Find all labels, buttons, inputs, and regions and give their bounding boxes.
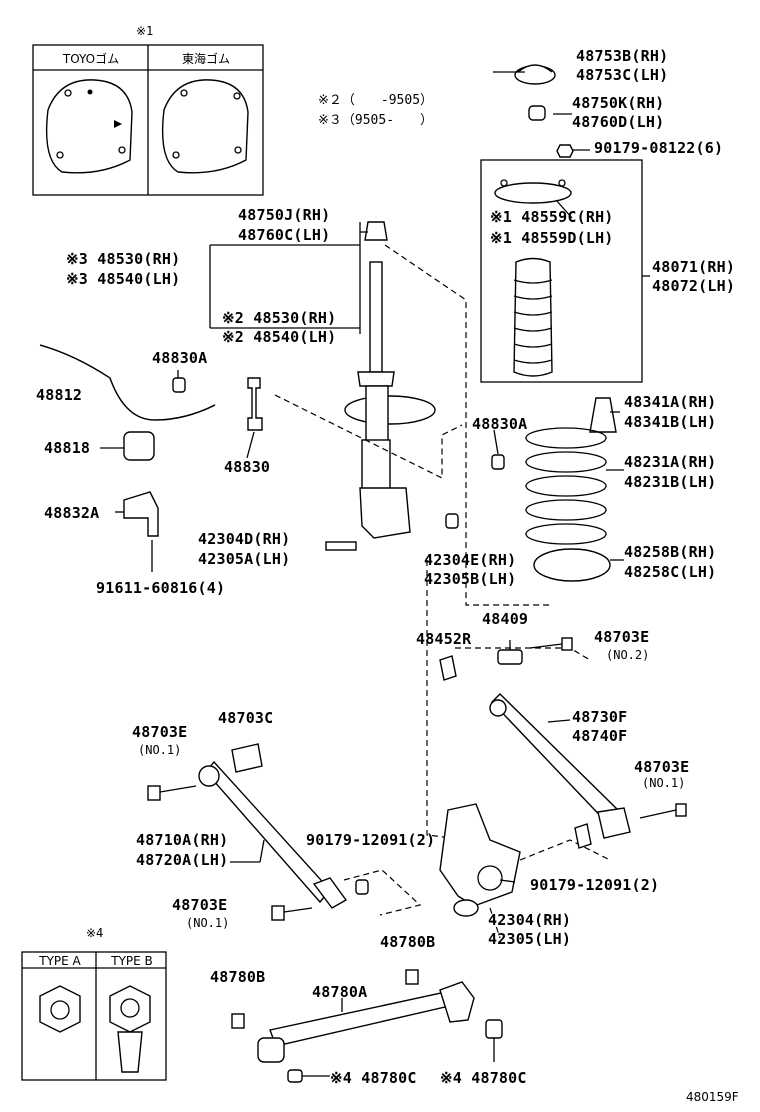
part-48559D: ※1 48559D(LH) bbox=[490, 229, 614, 247]
part-48530-n2: ※2 48530(RH) bbox=[222, 309, 337, 327]
part-48703C: 48703C bbox=[218, 709, 274, 727]
part-42305: 42305(LH) bbox=[488, 930, 572, 948]
note-no1-b: (NO.1) bbox=[642, 776, 686, 790]
part-48830A-upper: 48830A bbox=[152, 349, 208, 367]
inset-4-header-a: TYPE A bbox=[39, 954, 81, 968]
part-90179-12091-b: 90179-12091(2) bbox=[530, 876, 660, 894]
diagram-id: 480159F bbox=[686, 1090, 739, 1104]
part-90179-12091-a: 90179-12091(2) bbox=[306, 831, 436, 849]
part-48703E-no2: 48703E bbox=[594, 628, 650, 646]
part-48830A-lower: 48830A bbox=[472, 415, 528, 433]
inset-1-header-a: TOYOゴム bbox=[62, 52, 120, 66]
note-no2: (NO.2) bbox=[606, 648, 650, 662]
part-48780B-right: 48780B bbox=[380, 933, 436, 951]
strut-assembly bbox=[209, 221, 436, 539]
trailing-rod bbox=[231, 969, 503, 1083]
part-48559C: ※1 48559C(RH) bbox=[490, 208, 614, 226]
part-48072: 48072(LH) bbox=[652, 277, 736, 295]
part-48710A: 48710A(RH) bbox=[136, 831, 229, 849]
lower-arm-parts bbox=[147, 637, 687, 921]
carrier-knuckle bbox=[439, 803, 521, 917]
inset-4-box bbox=[21, 951, 167, 1081]
note-no1-a: (NO.1) bbox=[138, 743, 182, 757]
inset-1-box bbox=[32, 44, 264, 196]
leader-lines bbox=[100, 71, 624, 863]
part-48530-n3: ※3 48530(RH) bbox=[66, 250, 181, 268]
inset-4-header-b: TYPE B bbox=[111, 954, 153, 968]
part-48703E-no1-b: 48703E bbox=[634, 758, 690, 776]
part-48452R: 48452R bbox=[416, 630, 472, 648]
part-48750J: 48750J(RH) bbox=[238, 206, 331, 224]
part-48780C-right: ※4 48780C bbox=[440, 1069, 527, 1087]
spring-parts bbox=[325, 397, 617, 582]
part-48730F: 48730F bbox=[572, 708, 628, 726]
part-42305A: 42305A(LH) bbox=[198, 550, 291, 568]
part-48832A: 48832A bbox=[44, 504, 100, 522]
part-48071: 48071(RH) bbox=[652, 258, 736, 276]
note-1-mark: ※1 bbox=[136, 24, 154, 38]
note-4-mark: ※4 bbox=[86, 926, 104, 940]
part-48740F: 48740F bbox=[572, 727, 628, 745]
part-42304D: 42304D(RH) bbox=[198, 530, 291, 548]
part-48703E-no1-a: 48703E bbox=[132, 723, 188, 741]
part-42305B: 42305B(LH) bbox=[424, 570, 517, 588]
part-48750K: 48750K(RH) bbox=[572, 94, 665, 112]
inset-1-header-b: 東海ゴム bbox=[181, 52, 230, 66]
part-48830: 48830 bbox=[224, 458, 271, 476]
part-48341A: 48341A(RH) bbox=[624, 393, 717, 411]
part-48760D: 48760D(LH) bbox=[572, 113, 665, 131]
note-no1-c: (NO.1) bbox=[186, 916, 230, 930]
part-48780C-left: ※4 48780C bbox=[330, 1069, 417, 1087]
stabilizer-parts bbox=[39, 344, 263, 572]
part-48720A: 48720A(LH) bbox=[136, 851, 229, 869]
part-91611-60816: 91611-60816(4) bbox=[96, 579, 226, 597]
part-48812: 48812 bbox=[36, 386, 83, 404]
part-48753C: 48753C(LH) bbox=[576, 66, 669, 84]
part-42304: 42304(RH) bbox=[488, 911, 572, 929]
part-90179-08122: 90179-08122(6) bbox=[594, 139, 724, 157]
part-48231B: 48231B(LH) bbox=[624, 473, 717, 491]
part-48818: 48818 bbox=[44, 439, 91, 457]
part-42304E: 42304E(RH) bbox=[424, 551, 517, 569]
note-2: ※２（ -9505） bbox=[318, 93, 434, 108]
part-48780A: 48780A bbox=[312, 983, 368, 1001]
part-48753B: 48753B(RH) bbox=[576, 47, 669, 65]
part-48258C: 48258C(LH) bbox=[624, 563, 717, 581]
part-48760C: 48760C(LH) bbox=[238, 226, 331, 244]
part-48540-n2: ※2 48540(LH) bbox=[222, 328, 337, 346]
part-48231A: 48231A(RH) bbox=[624, 453, 717, 471]
part-48341B: 48341B(LH) bbox=[624, 413, 717, 431]
part-48780B-left: 48780B bbox=[210, 968, 266, 986]
note-3: ※３（9505- ） bbox=[318, 113, 434, 128]
part-48540-n3: ※3 48540(LH) bbox=[66, 270, 181, 288]
part-48703E-no1-c: 48703E bbox=[172, 896, 228, 914]
part-48409: 48409 bbox=[482, 610, 529, 628]
upper-mount-parts bbox=[480, 64, 650, 383]
part-48258B: 48258B(RH) bbox=[624, 543, 717, 561]
